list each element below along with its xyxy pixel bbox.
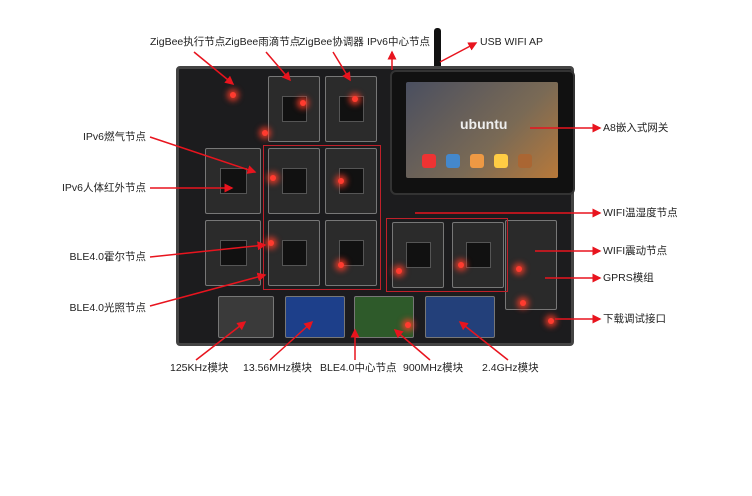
app-icon [446,154,460,168]
wifi-temp-module [392,222,444,288]
ble-light-module [268,220,320,286]
label-zigbee-raindrop: ZigBee雨滴节点 [225,36,301,48]
rfid-1356mhz-module [285,296,345,338]
arrow [149,241,267,258]
led [338,178,344,184]
wifi-grid-outline [386,218,508,292]
led [548,318,554,324]
led [396,268,402,274]
label-a8-gateway: A8嵌入式网关 [603,122,669,134]
led [352,96,358,102]
a8-gateway-screen: ubuntu [390,70,575,195]
label-zigbee-actuator: ZigBee执行节点 [150,36,226,48]
led [268,240,274,246]
label-ble-hall: BLE4.0霍尔节点 [69,251,146,263]
arrow [193,51,235,85]
arrow [149,272,267,307]
arrow [269,320,314,361]
arrow [393,329,431,361]
app-icon [494,154,508,168]
wifi-vibration-module [452,222,504,288]
led [520,300,526,306]
ipv6-center-module [325,148,377,214]
zigbee-coordinator-module [325,76,377,142]
label-ipv6-center: IPv6中心节点 [367,36,431,48]
label-24ghz: 2.4GHz模块 [482,362,539,374]
ble-module [325,220,377,286]
ipv6-gas-module [268,148,320,214]
app-icon [470,154,484,168]
label-ipv6-infrared: IPv6人体红外节点 [61,182,146,194]
led [300,100,306,106]
arrow [149,136,257,174]
label-wifi-temp-humidity: WIFI温湿度节点 [603,207,678,219]
rfid-125khz-module [218,296,274,338]
label-ble-center: BLE4.0中心节点 [320,362,397,374]
ble-center-module [354,296,414,338]
label-1356mhz: 13.56MHz模块 [243,362,312,374]
arrow [332,51,351,82]
node-grid-outline [263,145,381,290]
label-ipv6-gas: IPv6燃气节点 [82,131,146,143]
module-900mhz [425,296,495,338]
label-ble-light: BLE4.0光照节点 [69,302,146,314]
label-wifi-vibration: WIFI震动节点 [603,245,668,257]
screen-brand-text: ubuntu [460,116,508,132]
ipv6-infrared-module [205,148,261,214]
led [405,322,411,328]
arrow [458,321,509,361]
label-debug-port: 下载调试接口 [603,313,666,325]
gprs-module [505,220,557,310]
led [270,175,276,181]
led [262,130,268,136]
usb-wifi-antenna [434,28,441,74]
ble-hall-module [205,220,261,286]
app-icon [422,154,436,168]
label-zigbee-coordinator: ZigBee协调器 [299,36,364,48]
led [338,262,344,268]
arrow [265,51,291,82]
arrow [439,42,478,63]
label-usb-wifi-ap: USB WIFI AP [480,36,544,48]
led [230,92,236,98]
led [458,262,464,268]
label-125khz: 125KHz模块 [170,362,229,374]
app-icon [518,154,532,168]
label-gprs: GPRS模组 [603,272,654,284]
label-900mhz: 900MHz模块 [403,362,464,374]
led [516,266,522,272]
arrow [195,321,247,361]
